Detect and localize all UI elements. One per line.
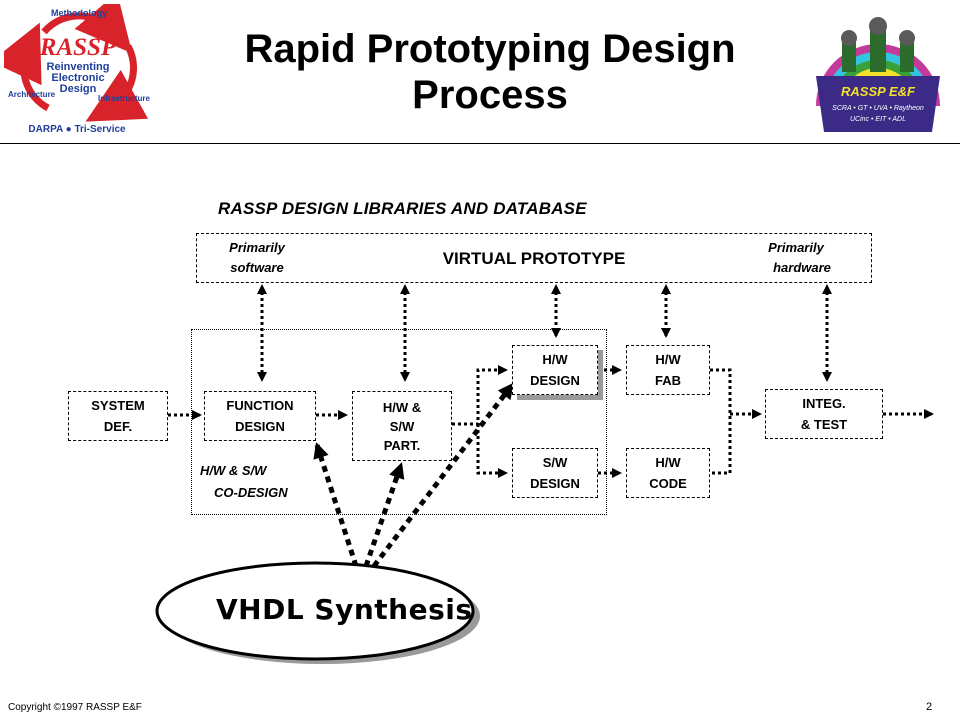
virtual-prototype-box: VIRTUAL PROTOTYPE [196,233,872,283]
copyright-notice: Copyright ©1997 RASSP E&F [8,702,142,713]
logo-infrastructure: Infrastructure [98,94,151,103]
vhdl-synthesis-label: VHDL Synthesis [216,593,473,626]
hw-sw-partition-line2: S/W [389,418,415,434]
system-def-box: SYSTEM DEF. [68,391,168,441]
hw-sw-partition-line3: PART. [383,437,421,453]
hw-fab-box: H/W FAB [626,345,710,395]
sw-design-line2: DESIGN [530,476,580,491]
hw-sw-partition-line1: H/W & [382,399,422,415]
virtual-prototype-label: VIRTUAL PROTOTYPE [442,248,626,268]
hw-design-box: H/W DESIGN [512,345,598,395]
logo-sub3: Design [60,83,97,95]
hw-code-line1: H/W [655,455,681,470]
sw-design-line1: S/W [542,455,568,470]
function-design-line1: FUNCTION [226,398,294,413]
logo-methodology: Methodology [51,8,107,18]
antenna-icons [841,17,915,72]
hw-fab-line2: FAB [655,373,681,388]
ef-logo-line1: SCRA • GT • UVA • Raytheon [832,105,924,112]
hw-design-line2: DESIGN [530,373,580,388]
logo-architecture: Architecture [8,90,56,99]
flow-fab-merge [710,368,732,475]
page-title: Rapid Prototyping Design Process [200,26,780,118]
function-design-line2: DESIGN [235,419,285,434]
page-title-line1: Rapid Prototyping Design [244,27,736,71]
function-design-box: FUNCTION DESIGN [204,391,316,441]
system-def-line2: DEF. [103,419,133,434]
logo-darpa: DARPA ● Tri-Service [28,124,126,135]
ef-logo-title: RASSP E&F [841,84,916,99]
ef-logo-line2: UCinc • EIT • ADL [850,116,906,123]
methodology-cycle-arrows [0,0,149,122]
vhdl-arrow-function [313,442,359,567]
hw-code-box: H/W CODE [626,448,710,498]
primarily-software-line1: Primarily [229,240,285,255]
logo-sub1: Reinventing [47,61,110,73]
hw-code-line2: CODE [649,476,687,491]
flow-partition-hwdesign [452,365,508,426]
rassp-logo: Methodology RASSP Reinventing Electronic… [0,0,154,138]
logo-sub2: Electronic [51,72,104,84]
page-title-line2: Process [412,73,568,117]
codesign-region [191,329,607,515]
primarily-software-line2: software [230,260,284,275]
flow-partition-swdesign [476,424,508,478]
page-number: 2 [926,701,933,713]
vhdl-arrow-partition [363,462,405,567]
logo-brand: RASSP [39,34,117,61]
integ-test-line2: & TEST [800,417,848,432]
sw-design-box: S/W DESIGN [512,448,598,498]
codesign-label-line2: CO-DESIGN [214,485,288,500]
primarily-software-note: Primarily software [212,238,302,278]
codesign-label-line1: H/W & S/W [200,463,267,478]
hw-design-line1: H/W [542,352,568,367]
libraries-heading: RASSP DESIGN LIBRARIES AND DATABASE [218,199,587,218]
hw-sw-partition-box: H/W & S/W PART. [352,391,452,461]
hw-fab-line1: H/W [655,352,681,367]
integ-test-box: INTEG. & TEST [765,389,883,439]
system-def-line1: SYSTEM [91,398,145,413]
header-divider [0,143,960,144]
codesign-label: H/W & S/W CO-DESIGN [200,460,288,504]
vhdl-synthesis-ellipse [155,561,480,664]
primarily-hardware-note: Primarily hardware [746,238,846,278]
vhdl-arrow-hwdesign [372,382,514,568]
primarily-hardware-line2: hardware [773,260,831,275]
primarily-hardware-line1: Primarily [768,240,824,255]
integ-test-line1: INTEG. [802,396,846,411]
rassp-ef-logo: RASSP E&F SCRA • GT • UVA • Raytheon UCi… [812,6,944,138]
